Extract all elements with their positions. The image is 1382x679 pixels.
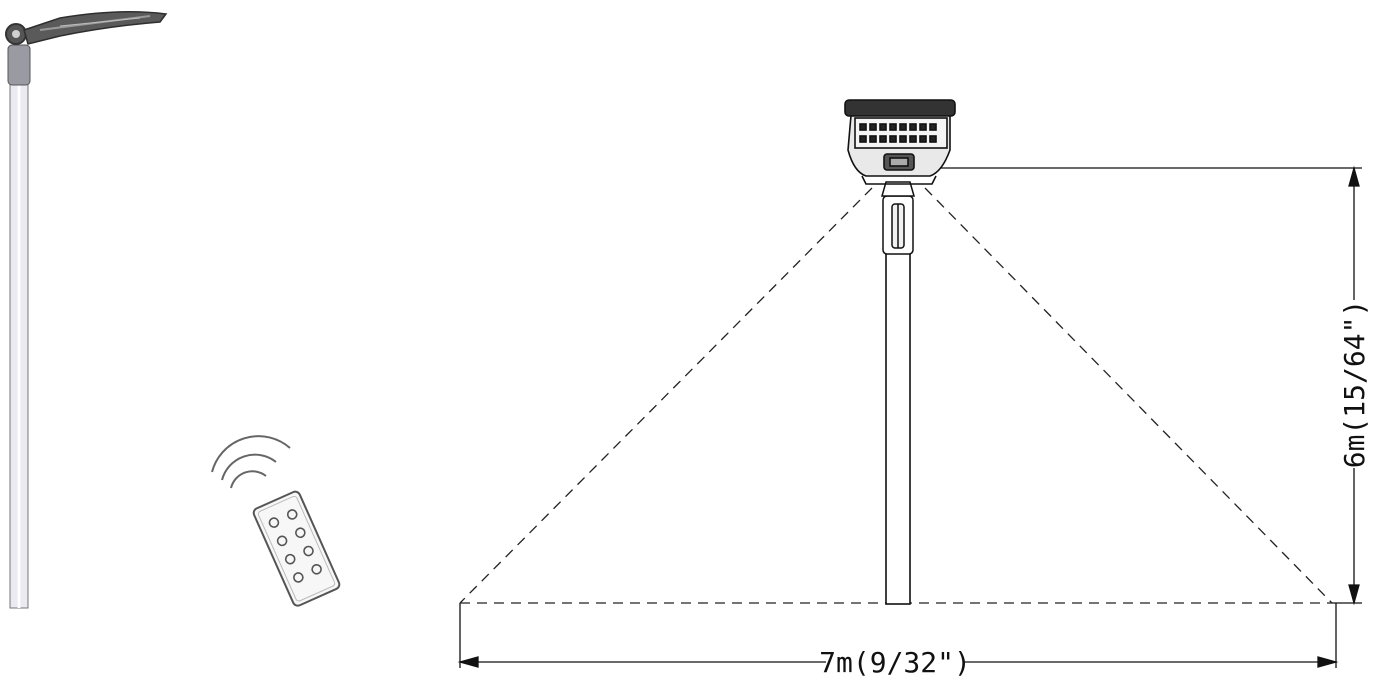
light-fixture-icon <box>844 99 956 185</box>
diagram-bracket <box>881 181 915 255</box>
detection-edge-left <box>459 187 873 604</box>
street-light-icon <box>5 11 168 609</box>
detection-edge-right <box>924 187 1333 604</box>
detection-cone <box>459 187 1333 604</box>
street-light-collar <box>7 44 31 86</box>
width-label: 7m(9/32") <box>819 646 971 679</box>
remote-control-icon <box>252 490 341 607</box>
height-dimension <box>940 165 1362 606</box>
street-light-head <box>23 11 168 45</box>
diagram-pole <box>885 249 911 605</box>
height-label: 6m(15/64") <box>1338 300 1371 469</box>
wireless-signal-icon <box>211 435 291 489</box>
